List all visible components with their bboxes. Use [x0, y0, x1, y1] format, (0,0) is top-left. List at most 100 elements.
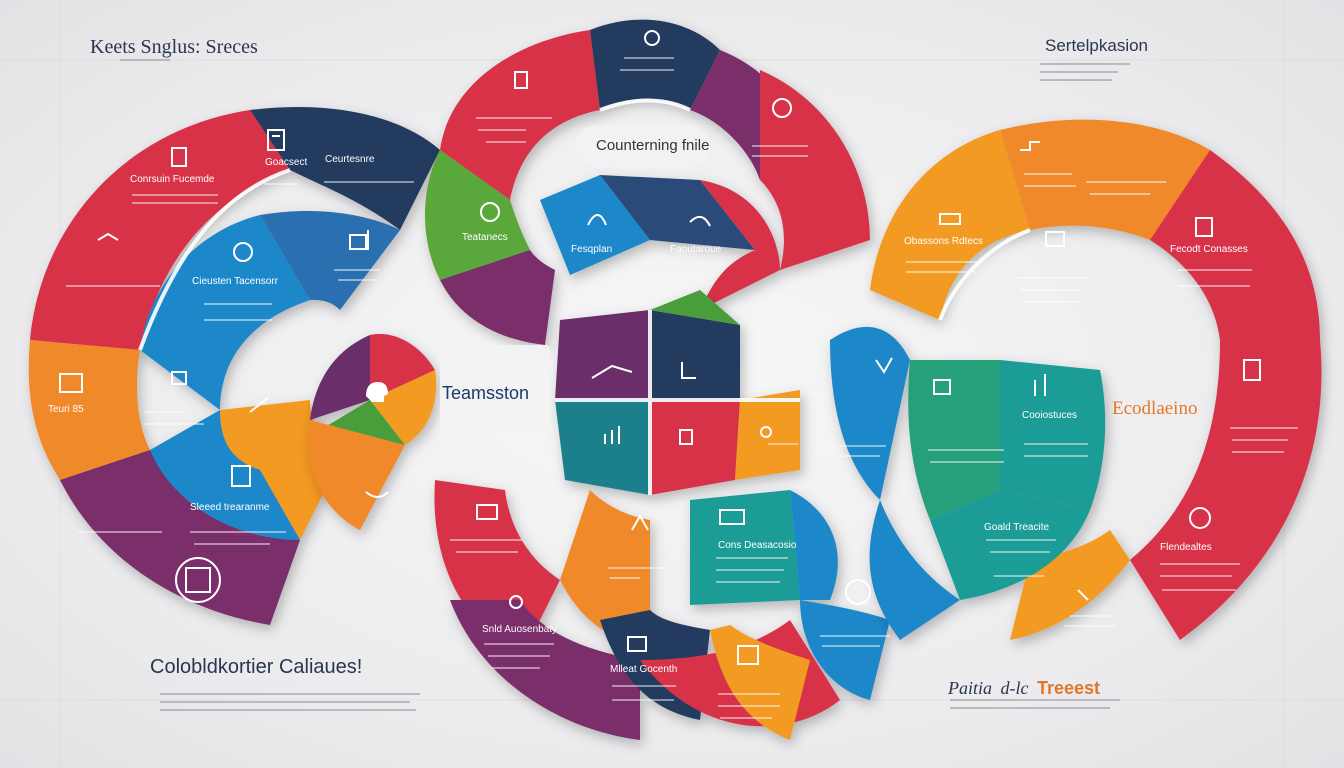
- seg-center-navy: [600, 175, 755, 250]
- seg-right-red-2: [1130, 340, 1322, 640]
- seg-bottom-orange-2: [710, 625, 810, 740]
- seg-bottom-blue: [790, 490, 838, 600]
- easel-icon: [737, 645, 759, 665]
- bottom-left-title: Colobldkortier Caliaues!: [150, 656, 362, 679]
- rocket-icon: [1077, 589, 1089, 601]
- seg-right-teal-2: [930, 490, 1090, 600]
- seg-left-red: [30, 110, 290, 350]
- seg-bottom-right-green-label: Goald Treacite: [984, 522, 1049, 533]
- seg-right-green: [908, 360, 1000, 520]
- robot-icon: [365, 491, 389, 498]
- seg-top-left-navy-label: Goacsect: [265, 157, 307, 168]
- head-icon: [366, 382, 388, 402]
- team-icon: [689, 215, 711, 227]
- seg-bottom-teal: [690, 490, 800, 605]
- bottom-right-title-c: Treeest: [1036, 678, 1101, 698]
- whiteboard-icon: [719, 509, 745, 525]
- seg-mid-green-label: Teatanecs: [462, 232, 508, 243]
- seg-center-blue-label: Fesqplan: [571, 244, 612, 255]
- document-icon: [59, 373, 83, 393]
- seg-mid-navy-label: Faoutaroue: [670, 244, 722, 255]
- note-icon: [231, 465, 251, 487]
- corner-fine-print: [120, 59, 1130, 711]
- seg-top-right-red: [760, 70, 870, 270]
- seg-right-teal-label: Cooiostuces: [1022, 410, 1077, 421]
- handshake-icon: [97, 232, 119, 241]
- poster-icon: [1195, 217, 1213, 237]
- seg-right-red-label: Fecodt Conasses: [1170, 244, 1248, 255]
- divider-lines: [138, 98, 1031, 495]
- mountain-icon: [631, 513, 649, 531]
- fine-print-lines: [66, 57, 1298, 719]
- target-icon: [772, 98, 792, 118]
- tablet-icon: [476, 504, 498, 520]
- seg-right-red: [1150, 150, 1320, 340]
- pinwheel-red: [370, 334, 435, 400]
- stairs-icon: [1020, 141, 1040, 151]
- seg-right-blue: [830, 326, 910, 500]
- pinwheel-orange-2: [307, 420, 405, 530]
- top-left-title-text: Keets Snglus: Sreces: [90, 36, 258, 58]
- pinwheel-orange: [370, 370, 437, 445]
- badge-icon: [1189, 507, 1211, 529]
- top-left-title: Keets Snglus: Sreces: [90, 36, 258, 59]
- top-right-title-text: Sertelpkasion: [1045, 36, 1149, 55]
- seg-left-purple-label: Sleeed trearanme: [190, 502, 270, 513]
- bug-icon: [509, 595, 523, 609]
- seg-bottom-navy-label: Mlleat Gocenth: [610, 664, 677, 675]
- graph-icon: [591, 364, 633, 379]
- seg-right-orange-label: Obassons Rdtecs: [904, 236, 983, 247]
- seg-top-left-navy: [250, 106, 440, 230]
- seg-bottom-blue-2: [800, 600, 890, 700]
- seg-bottom-orange: [560, 490, 650, 650]
- cube-teal: [555, 400, 650, 495]
- people-icon: [875, 357, 893, 374]
- calendar-icon: [933, 379, 951, 395]
- presentation-icon: [514, 71, 528, 89]
- bottom-right-title-a: Paitia: [948, 678, 992, 698]
- seg-left-blue-label: Cieusten Tacensorr: [192, 276, 279, 287]
- book-icon: [267, 129, 285, 151]
- seg-left-orange-label: Teuri 85: [48, 404, 84, 415]
- seg-top-navy-cap: [590, 19, 720, 110]
- lightbulb-icon: [233, 242, 253, 262]
- seg-center-navy-label: Ceurtesnre: [325, 154, 375, 165]
- seg-bottom-purple: [450, 600, 640, 740]
- seg-bottom-teal-label: Cons Deasacosio: [718, 540, 797, 551]
- seg-bottom-right-red-label: Flendealtes: [1160, 542, 1212, 553]
- bars-icon: [604, 426, 620, 444]
- seg-left-red-label: Conrsuin Fucemde: [130, 174, 215, 185]
- seg-right-teal: [1000, 360, 1106, 510]
- tools-icon: [587, 214, 607, 226]
- laptop-icon: [939, 213, 961, 225]
- top-right-title: Sertelpkasion: [1045, 36, 1148, 56]
- center-right-label: Ecodlaeino: [1112, 398, 1198, 419]
- monitor-icon: [171, 371, 187, 385]
- cube-navy: [650, 310, 740, 400]
- pinwheel-purple: [310, 335, 370, 420]
- center-top-label: Counterning fnile: [596, 137, 710, 154]
- center-plates: [440, 125, 710, 430]
- chart-icon: [349, 230, 369, 250]
- seg-center-blue: [540, 175, 650, 275]
- seg-top-red: [440, 30, 600, 200]
- folder-icon: [627, 636, 647, 652]
- bottom-right-title-b: d-lc: [1000, 678, 1029, 698]
- seg-right-blue-low: [869, 500, 960, 640]
- cube-red: [650, 400, 740, 495]
- pencil-icon: [249, 397, 269, 413]
- seg-left-purple: [60, 450, 300, 625]
- gear-icon: [644, 30, 660, 46]
- bottom-left-title-text: Colobldkortier Caliaues!: [150, 656, 363, 678]
- person-icon: [760, 426, 772, 438]
- book-stack-icon: [679, 429, 693, 445]
- cube-purple: [555, 310, 650, 400]
- seg-top-red-lower: [700, 180, 780, 310]
- seg-left-inner-blue: [150, 410, 300, 540]
- seg-right-orange-2: [1000, 119, 1210, 240]
- seg-mid-green: [425, 150, 530, 280]
- seg-top-purple-2: [440, 250, 555, 345]
- checklist-icon: [1243, 359, 1261, 381]
- network-icon: [845, 579, 871, 605]
